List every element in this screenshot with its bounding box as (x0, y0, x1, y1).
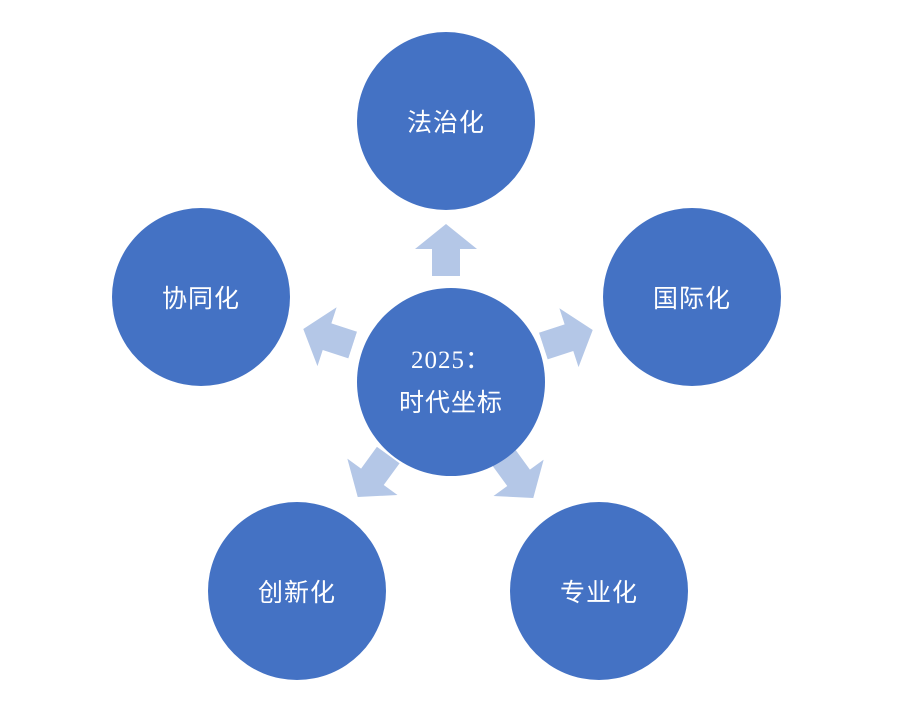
node-circle-right: 国际化 (603, 208, 781, 386)
node-circle-top: 法治化 (357, 32, 535, 210)
node-label: 协同化 (161, 286, 240, 313)
node-circle-bottom-left: 创新化 (208, 502, 386, 680)
node-circle-left: 协同化 (112, 208, 290, 386)
arrow-right-icon (534, 300, 603, 375)
node-label: 法治化 (406, 110, 485, 137)
node-circle-bottom-right: 专业化 (510, 502, 688, 680)
arrow-left-icon (294, 299, 363, 374)
arrow-bottom-left-icon (333, 437, 414, 516)
arrow-top-icon (415, 224, 477, 276)
center-circle: 2025： 时代坐标 (357, 288, 545, 476)
node-label: 创新化 (257, 580, 336, 607)
node-label: 国际化 (652, 286, 731, 313)
arrow-bottom-right-icon (478, 438, 559, 517)
center-label-line1: 2025： (410, 347, 491, 374)
node-label: 专业化 (559, 580, 638, 607)
center-label-line2: 时代坐标 (398, 390, 503, 417)
